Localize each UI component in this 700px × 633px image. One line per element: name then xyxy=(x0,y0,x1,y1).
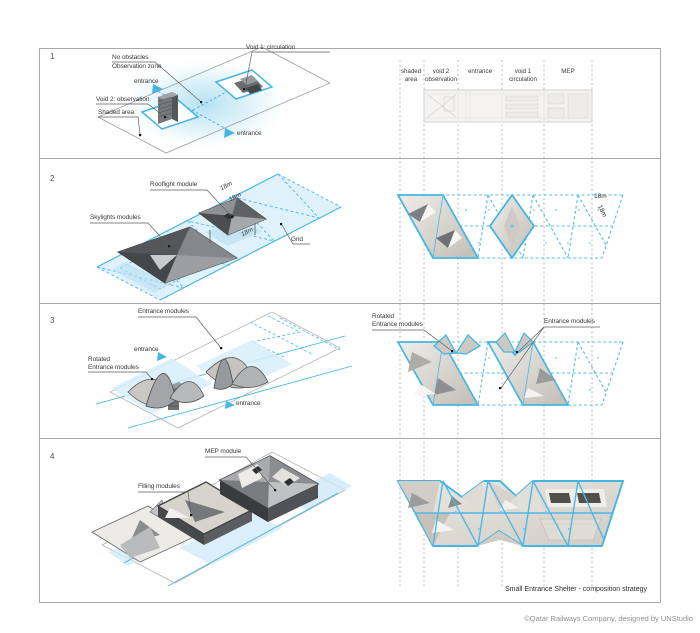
row1-plan-drawing xyxy=(423,89,593,123)
row2-axon-drawing xyxy=(90,173,342,301)
row4-grid-dots xyxy=(455,511,570,530)
row-divider-1 xyxy=(39,158,661,159)
label-shaded-area: Shaded area xyxy=(98,109,135,116)
label-plan-rotated-line2: Entrance modules xyxy=(372,321,423,328)
column-shaded-area: shaded area xyxy=(389,68,433,84)
row3-plan-drawing xyxy=(372,326,624,406)
label-entrance-top-row3: entrance xyxy=(134,346,159,353)
label-void1-circulation: Void 1: circulation xyxy=(246,44,296,51)
label-entrance-bottom: entrance xyxy=(237,130,262,137)
row3-leader-dots xyxy=(151,347,223,381)
dimension-18m-plan-a: 18m xyxy=(594,193,607,200)
entrance-sails-right xyxy=(205,357,269,390)
row4-leader-lines xyxy=(138,456,276,516)
label-plan-rotated-line1: Rotated xyxy=(372,313,395,320)
column-void1-line2: circulation xyxy=(509,76,537,83)
label-plan-entrance-modules: Entrance modules xyxy=(544,318,595,325)
label-filling-modules: Filling modules xyxy=(138,483,180,490)
label-observation-zone: Observation zone xyxy=(112,63,162,70)
column-void1-circulation: void 1 circulation xyxy=(498,68,548,84)
row1-leader-lines xyxy=(96,51,330,135)
row2-number: 2 xyxy=(50,174,55,183)
label-rotated-line2: Entrance modules xyxy=(88,364,139,371)
label-rooflight-module: Rooflight module xyxy=(150,181,198,188)
row2-skylight-module-plan xyxy=(396,194,480,259)
column-void2-line1: void 2 xyxy=(432,68,450,75)
row4-leader-dots xyxy=(190,489,277,517)
filling-module xyxy=(156,481,254,545)
column-void2-line2: observation xyxy=(425,76,457,83)
mep-module xyxy=(218,455,320,522)
row1-leader-dots xyxy=(139,88,246,137)
row3-entrance-module-plan xyxy=(486,331,570,406)
label-entrance-bottom-row3: entrance xyxy=(236,400,261,407)
entrance-arrow-top-row3-icon xyxy=(157,352,167,361)
row2-rooflight-module-plan xyxy=(488,193,536,260)
entrance-arrow-bottom-icon xyxy=(224,128,235,138)
row1-number: 1 xyxy=(50,52,55,61)
column-shaded-line1: shaded xyxy=(400,68,422,75)
diagram-caption: Small Entrance Shelter - composition str… xyxy=(504,586,647,593)
row2-leader-dots xyxy=(168,216,283,248)
entrance-sails-left-rotated xyxy=(127,373,205,410)
label-grid: Grid xyxy=(291,236,303,243)
row2-plan-drawing xyxy=(396,193,624,260)
row3-plan-leader-lines xyxy=(372,326,600,389)
row4-number: 4 xyxy=(50,452,55,461)
row3-plan-leader-dots xyxy=(451,350,519,390)
row1-axon-drawing xyxy=(96,46,331,154)
row4-shading xyxy=(398,481,607,546)
void1-module xyxy=(214,69,274,100)
label-no-obstacles: No obstacles xyxy=(112,54,149,61)
column-void1-line1: void 1 xyxy=(514,68,532,75)
vertical-guide-lines xyxy=(399,60,593,588)
row3-leader-lines xyxy=(88,316,222,380)
row-divider-3 xyxy=(39,438,661,439)
void2-module xyxy=(140,92,200,130)
row3-axon-drawing xyxy=(88,311,353,429)
row2-leader-lines xyxy=(90,189,310,247)
label-mep-module: MEP module xyxy=(205,448,242,455)
label-skylights-modules: Skylights modules xyxy=(90,214,141,221)
skylights-module xyxy=(116,226,239,284)
copyright-note: ©Qatar Railways Company, designed by UNS… xyxy=(524,614,693,623)
label-void2-observation: Void 2: observation xyxy=(96,96,150,103)
column-shaded-line2: area xyxy=(404,76,418,83)
row4-plan-drawing xyxy=(396,480,625,547)
row-divider-2 xyxy=(39,303,661,304)
entrance-arrow-bottom-row3-icon xyxy=(225,401,235,409)
row3-rotated-entrance-module-plan xyxy=(396,333,482,406)
label-rotated-line1: Rotated xyxy=(88,356,111,363)
column-void2-observation: void 2 observation xyxy=(416,68,466,84)
label-entrance-modules-axon: Entrance modules xyxy=(138,308,189,315)
diagram-frame xyxy=(39,48,661,603)
column-entrance: entrance xyxy=(467,68,493,75)
label-entrance-top: entrance xyxy=(134,78,159,85)
row4-cyan-lattice xyxy=(416,480,612,547)
column-mep: MEP xyxy=(561,68,575,75)
entrance-arrow-top-icon xyxy=(152,84,163,94)
row4-axon-drawing xyxy=(91,451,352,587)
row3-number: 3 xyxy=(50,316,55,325)
